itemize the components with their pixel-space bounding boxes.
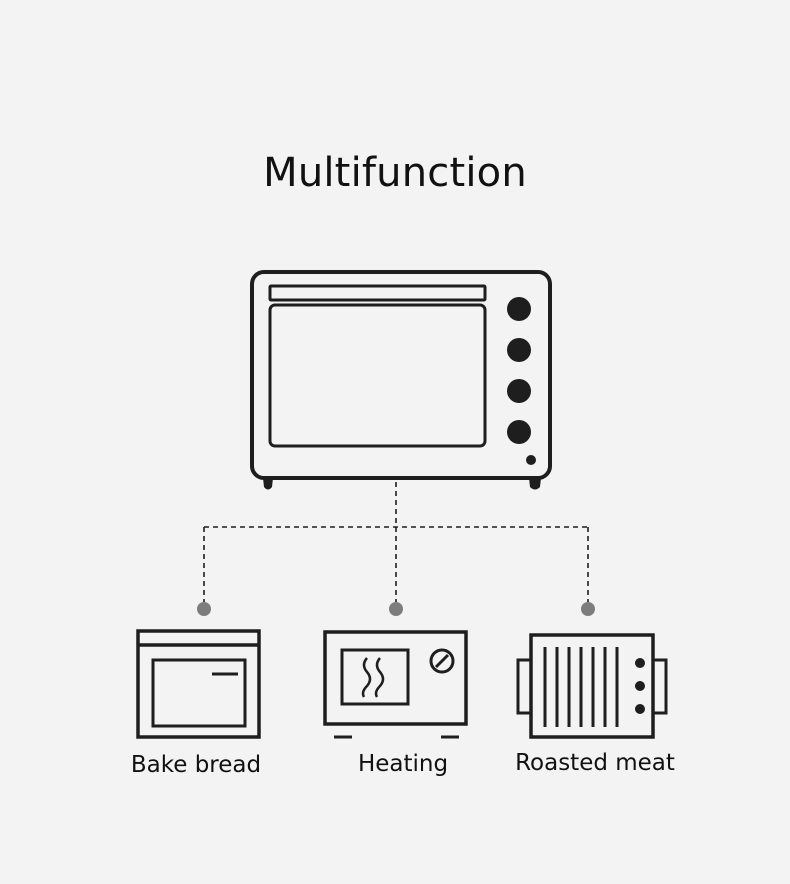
grill-handle-left [518,660,531,713]
heat-wave-1 [363,658,370,697]
oven-indicator-light [526,455,536,465]
roasted-meat-icon [518,635,666,737]
oven-knob-2 [507,338,531,362]
oven-knob-4 [507,420,531,444]
bake-oven-window [153,660,245,726]
oven-knob-3 [507,379,531,403]
grill-knob-1 [635,658,645,668]
microwave-body [325,632,466,724]
oven-foot-right [529,478,541,490]
connector-lines [204,482,588,602]
grill-knob-2 [635,681,645,691]
label-roasted-meat: Roasted meat [495,750,695,776]
label-bake-bread: Bake bread [96,752,296,778]
label-heating: Heating [303,751,503,777]
connector-dot-roast [581,602,595,616]
heat-wave-2 [376,658,383,697]
connector-dot-bake [197,602,211,616]
oven-top-slot [270,286,485,300]
bake-bread-icon [138,631,259,737]
bake-oven-body [138,631,259,737]
microwave-window [342,650,408,704]
grill-knob-3 [635,704,645,714]
oven-window [270,305,485,446]
oven-knob-1 [507,297,531,321]
microwave-dial-pointer [436,655,448,667]
connector-dot-heating [389,602,403,616]
heating-icon [325,632,466,737]
grill-handle-right [653,660,666,713]
oven-foot-left [263,478,273,490]
toaster-oven-icon [252,272,550,490]
